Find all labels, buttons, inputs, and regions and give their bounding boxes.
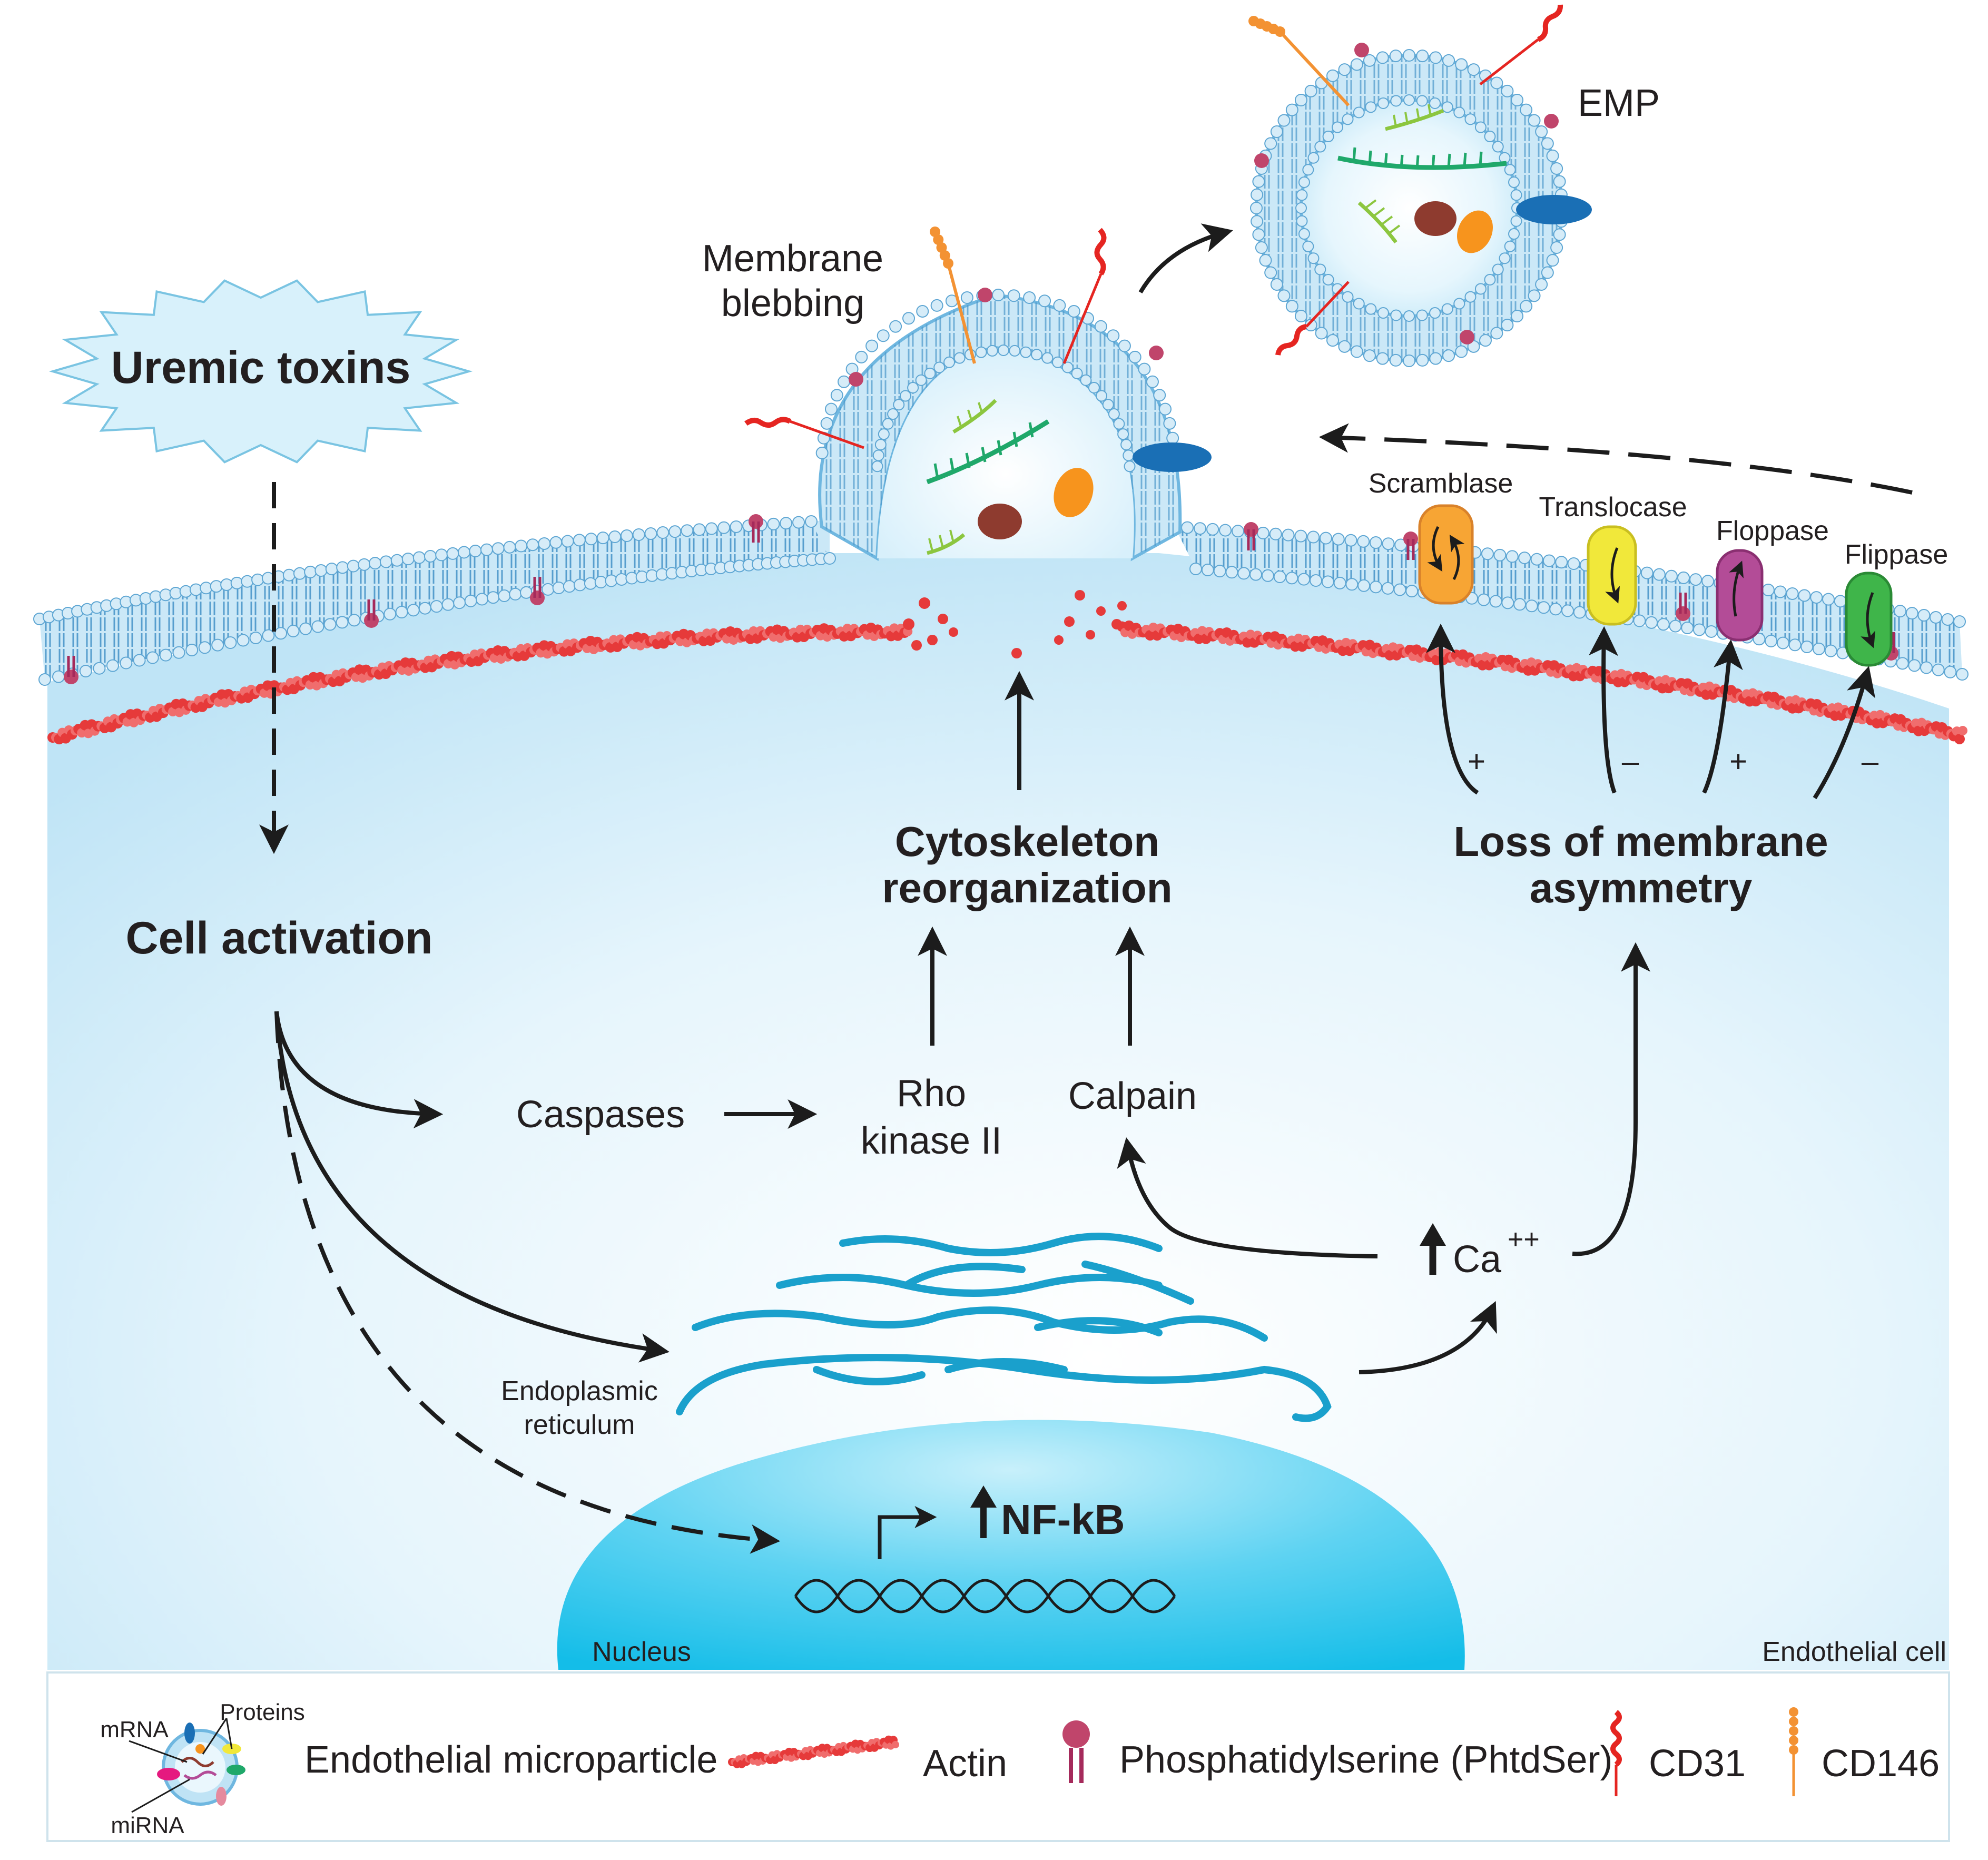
translocase-sign: – — [1622, 744, 1639, 779]
membrane-bleb — [744, 227, 1212, 562]
calcium-superscript: ++ — [1508, 1224, 1540, 1255]
legend-mirna-label: miRNA — [111, 1813, 184, 1838]
calcium-up-arrow — [1420, 1223, 1446, 1275]
emp-label: EMP — [1578, 82, 1660, 124]
flippase-transporter — [1845, 572, 1893, 667]
legend-cd146-icon — [1789, 1707, 1798, 1796]
legend-cd146-label: CD146 — [1822, 1743, 1940, 1785]
legend: mRNA Proteins miRNA Endothelial micropar… — [46, 1671, 1950, 1842]
er-label-line2: reticulum — [524, 1410, 635, 1440]
endoplasmic-reticulum — [676, 1233, 1332, 1422]
calcium-label: Ca — [1453, 1238, 1502, 1281]
scramblase-sign: + — [1468, 744, 1485, 779]
mrna-teeth-1 — [933, 422, 1034, 479]
pathway-arrows — [259, 223, 1913, 1554]
protein-cargo — [978, 504, 1022, 539]
floppase-transporter — [1716, 549, 1764, 642]
legend-microparticle-label: Endothelial microparticle — [304, 1739, 717, 1781]
legend-proteins-label: Proteins — [220, 1699, 304, 1725]
nucleus-label: Nucleus — [592, 1637, 691, 1667]
cell-activation-label: Cell activation — [125, 913, 432, 963]
scramblase-transporter — [1418, 504, 1474, 605]
cell-background — [47, 553, 1949, 1670]
floppase-label: Floppase — [1716, 516, 1829, 546]
mirna-strand-2 — [927, 533, 966, 555]
actin-filament — [47, 620, 1967, 745]
plasma-membrane — [33, 515, 1969, 686]
caspases-label: Caspases — [516, 1094, 685, 1136]
rho-label: Rho — [897, 1072, 966, 1115]
legend-phosphatidylserine-icon — [1062, 1720, 1090, 1783]
legend-cd31-label: CD31 — [1649, 1743, 1746, 1785]
emp-particle — [1248, 4, 1592, 367]
asymmetry-label: asymmetry — [1530, 864, 1753, 911]
uremic-toxins-label: Uremic toxins — [111, 342, 411, 393]
membrane-protein — [1133, 442, 1212, 472]
cytoskeleton-label: Cytoskeleton — [895, 818, 1159, 865]
nucleus — [557, 1420, 1465, 1670]
nfkb-label: NF-kB — [1001, 1496, 1125, 1543]
legend-actin-icon — [728, 1735, 899, 1768]
translocase-transporter — [1587, 525, 1637, 626]
uremic-toxins-burst — [48, 279, 473, 464]
calpain-label: Calpain — [1068, 1075, 1197, 1117]
legend-cd31-icon — [1610, 1710, 1622, 1796]
microparticle-icon — [129, 1718, 245, 1813]
legend-phosphatidylserine-label: Phosphatidylserine (PhtdSer) — [1119, 1739, 1613, 1781]
actin-fragments — [903, 590, 1127, 658]
translocase-label: Translocase — [1539, 492, 1687, 523]
mirna-strand-1 — [952, 399, 997, 434]
kinase-ii-label: kinase II — [861, 1120, 1002, 1162]
flippase-label: Flippase — [1845, 539, 1948, 570]
protein-cargo — [1054, 468, 1094, 517]
legend-actin-label: Actin — [923, 1743, 1007, 1785]
membrane-blebbing-label-line2: blebbing — [721, 282, 864, 324]
loss-of-membrane-label: Loss of membrane — [1453, 818, 1828, 865]
legend-mrna-label: mRNA — [100, 1717, 169, 1743]
membrane-blebbing-label-line1: Membrane — [702, 238, 883, 280]
scramblase-label: Scramblase — [1369, 468, 1513, 499]
er-label-line1: Endoplasmic — [501, 1376, 658, 1406]
reorganization-label: reorganization — [882, 864, 1172, 911]
floppase-sign: + — [1729, 744, 1747, 779]
flippase-sign: – — [1862, 744, 1879, 779]
endothelial-cell-label: Endothelial cell — [1762, 1637, 1946, 1667]
